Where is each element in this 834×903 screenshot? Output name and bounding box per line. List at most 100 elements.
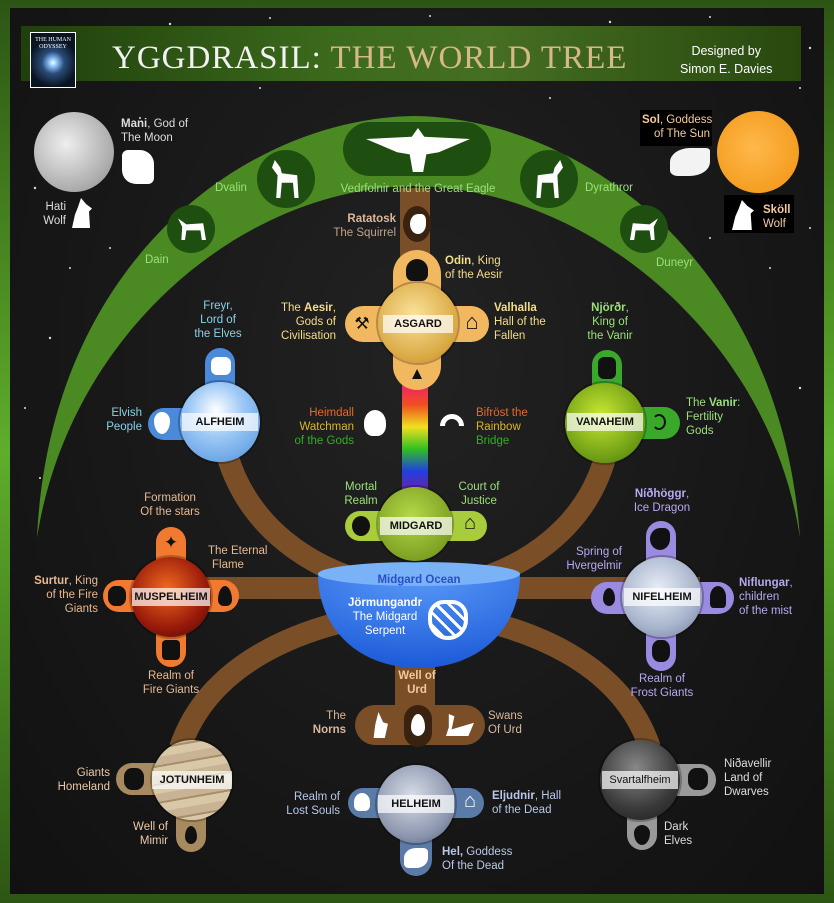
aesir-name: Aesir <box>304 302 333 314</box>
mimir-drop-icon <box>185 826 197 844</box>
frost-giants-l1: Realm of <box>638 673 686 685</box>
sol-name: Sol <box>642 114 660 126</box>
aesir-pre: The <box>281 302 305 314</box>
mimir-l1: Well of <box>133 821 168 833</box>
credit: Designed by Simon E. Davies <box>680 42 772 78</box>
urd-l2: Urd <box>407 684 427 696</box>
jormungandr-l3: Serpent <box>364 625 406 637</box>
hati-desc: Wolf <box>43 215 66 227</box>
surtur-demon-icon <box>108 586 126 606</box>
court-house-icon: ⌂ <box>463 512 477 534</box>
elvish-label: Elvish People <box>94 406 142 434</box>
norns-name: Norns <box>312 724 346 736</box>
dark-elves-l1: Dark <box>664 821 689 833</box>
niflungar-name: Niflungar <box>739 577 790 589</box>
muspelheim-name: MUSPELHEIM <box>132 588 210 606</box>
court-l1: Court of <box>458 481 500 493</box>
fertility-hook-icon <box>652 414 666 430</box>
hel-l1: Goddess <box>463 846 513 858</box>
aesir-label: The Aesir, Gods of Civilisation <box>270 301 336 343</box>
vanaheim-name: VANAHEIM <box>567 413 643 431</box>
nifelheim-name: NIFELHEIM <box>624 588 700 606</box>
odin-label: Odin, King of the Aesir <box>445 254 503 282</box>
header-banner <box>21 26 801 81</box>
hel-l2: Of the Dead <box>442 860 505 872</box>
sol-label: Sol, Goddess of The Sun <box>640 110 712 146</box>
surtur-name: Surtur <box>34 575 69 587</box>
fire-giants-label: Realm of Fire Giants <box>135 669 207 697</box>
bifrost-bridge <box>402 383 428 493</box>
hati-label: Hati Wolf <box>30 200 66 228</box>
stars-icon: ✦ <box>163 533 179 552</box>
title-yggdrasil: YGGDRASIL: <box>112 40 322 76</box>
nidhogg-dragon-icon <box>650 528 670 550</box>
midgard-ocean-label: Midgard Ocean <box>377 574 461 586</box>
jormungandr-label: Jörmungandr The Midgard Serpent <box>340 596 430 638</box>
hammers-icon: ⚒ <box>354 314 370 333</box>
freyr-name: Freyr, <box>203 300 233 312</box>
odin-desc-2: of the Aesir <box>445 269 503 281</box>
ratatosk-name: Ratatosk <box>347 213 396 225</box>
sol-desc-1: , Goddess <box>659 114 713 126</box>
eagle-label: Vedrfolnir and the Great Eagle <box>340 183 496 195</box>
niflungar-l2: children <box>739 591 780 603</box>
logo-badge: THE HUMAN ODYSSEY <box>30 32 76 88</box>
skoll-name: Sköll <box>763 204 791 216</box>
hvergelmir-l1: Spring of <box>575 546 622 558</box>
flame-l2: Flame <box>212 559 244 571</box>
mimir-l2: Mimir <box>139 835 168 847</box>
hvergelmir-l2: Hvergelmir <box>566 560 622 572</box>
flame-icon <box>218 586 232 606</box>
mani-name: Mani <box>121 118 148 130</box>
squirrel-icon <box>410 214 426 234</box>
canopy-arc <box>37 116 800 538</box>
flame-l1: The Eternal <box>208 545 268 557</box>
stag-label-dyrathror: Dyrathror <box>585 182 633 194</box>
niflungar-l3: of the mist <box>739 605 793 617</box>
hel-name: Hel, <box>442 846 464 858</box>
aesir-desc-3: Civilisation <box>281 330 336 342</box>
bifrost-desc-3: Bridge <box>476 435 510 447</box>
vanir-pre: The <box>686 397 710 409</box>
nidavellir-l2: Land of <box>724 772 763 784</box>
stag-label-dvalin: Dvalin <box>215 182 247 194</box>
dark-elf-icon <box>634 825 650 845</box>
lost-souls-l2: Lost Souls <box>286 805 340 817</box>
hel-ghost-icon <box>404 848 428 868</box>
mortal-l1: Mortal <box>345 481 377 493</box>
mortal-realm-label: Mortal Realm <box>337 480 385 508</box>
njord-name: Njörðr <box>591 302 626 314</box>
hvergelmir-label: Spring of Hvergelmir <box>560 545 622 573</box>
mortal-viking-icon <box>352 516 370 536</box>
stars-l2: Of the stars <box>140 506 200 518</box>
eljudnir-l1: , Hall <box>534 790 562 802</box>
fire-giant-icon <box>162 640 180 660</box>
page-title: YGGDRASIL: THE WORLD TREE <box>112 40 627 77</box>
nidhogg-comma: , <box>685 488 690 500</box>
court-l2: Justice <box>461 495 497 507</box>
niflungar-comma: , <box>789 577 793 589</box>
title-world-tree: THE WORLD TREE <box>330 40 628 76</box>
lost-souls-l1: Realm of <box>293 791 340 803</box>
midgard-ocean-bowl <box>318 574 520 668</box>
stag-label-dain: Dain <box>145 254 169 266</box>
vanir-name: Vanir <box>709 397 738 409</box>
dark-elves-label: Dark Elves <box>664 820 692 848</box>
mimir-label: Well of Mimir <box>118 820 168 848</box>
eljudnir-house-icon: ⌂ <box>463 790 477 812</box>
nidhogg-desc: Ice Dragon <box>633 502 691 514</box>
nidavellir-l1: Niðavellir <box>724 758 772 770</box>
valhalla-desc-2: Hall of the <box>494 316 546 328</box>
nidavellir-l3: Dwarves <box>724 786 769 798</box>
vanir-desc-2: Fertility <box>686 411 724 423</box>
stars-formation-label: Formation Of the stars <box>130 491 210 519</box>
urd-l1: Well of <box>398 670 436 682</box>
swans-l2: Of Urd <box>488 724 522 736</box>
odin-helmet-icon <box>406 259 428 281</box>
asgard-name: ASGARD <box>383 315 453 333</box>
elvish-l2: People <box>106 421 142 433</box>
heimdall-desc-2: Watchman <box>299 421 354 433</box>
mortal-l2: Realm <box>344 495 378 507</box>
valhalla-name: Valhalla <box>494 302 537 314</box>
njord-comma: , <box>625 302 629 314</box>
